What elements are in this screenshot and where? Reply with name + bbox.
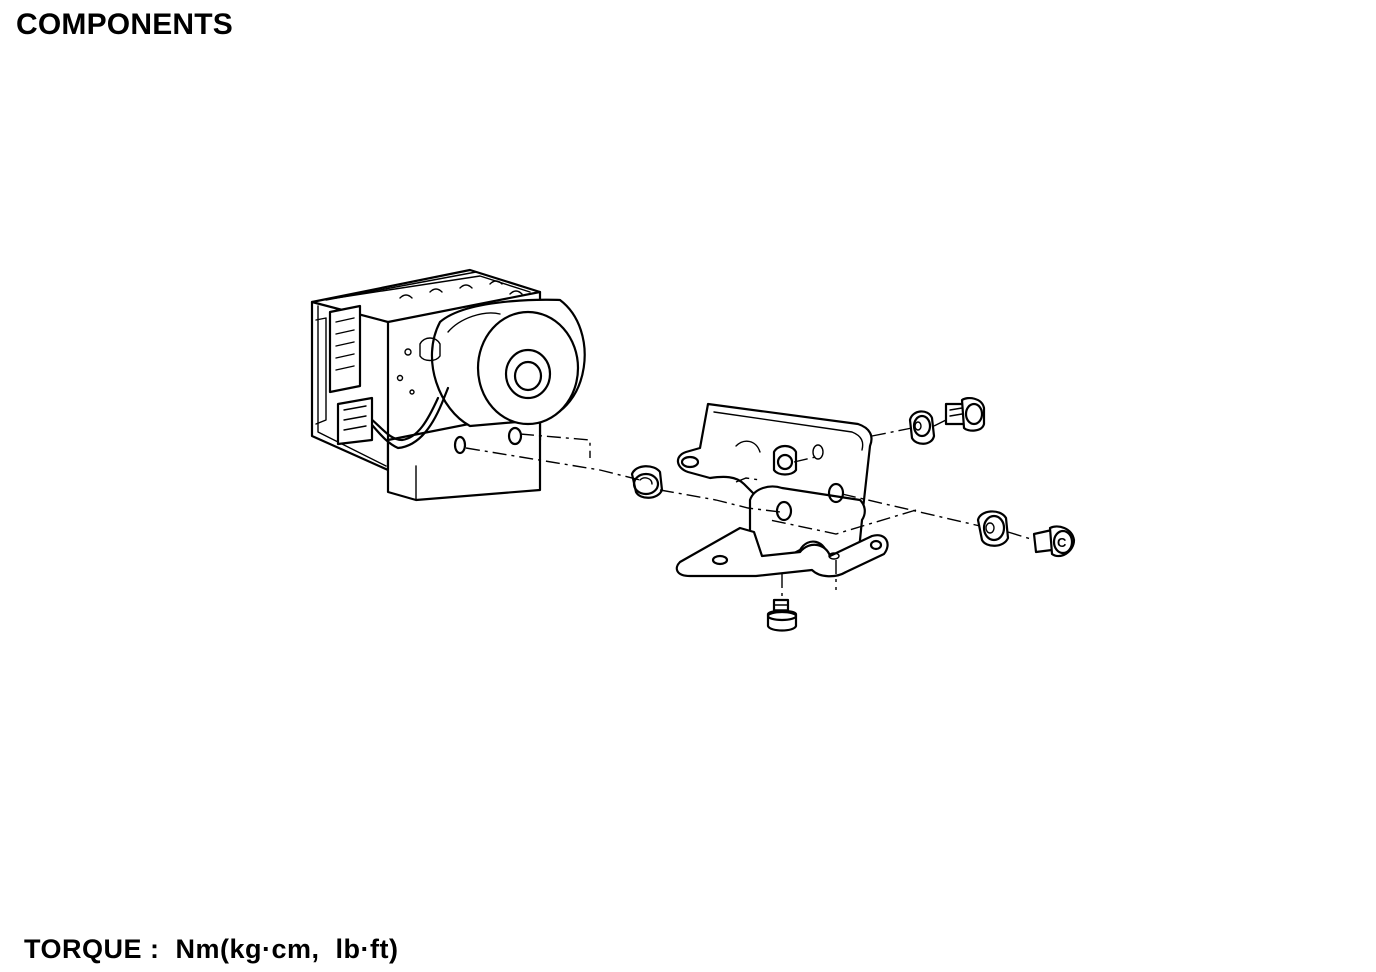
harness-connector	[336, 396, 374, 446]
bolt-c: C	[1032, 525, 1076, 558]
torque-legend: TORQUE : Nm(kg·cm, lb·ft)	[24, 934, 399, 964]
washer-upper	[908, 410, 936, 445]
washer-lower	[976, 510, 1010, 547]
alignment-lines	[465, 417, 1035, 600]
mounting-bracket	[675, 402, 889, 578]
abs-hydraulic-unit	[310, 268, 586, 502]
page-title: COMPONENTS	[16, 8, 234, 41]
bolt-upper	[944, 397, 986, 432]
bolt-bottom	[766, 598, 798, 632]
rubber-bushing	[630, 465, 664, 499]
ecu-connector	[328, 304, 362, 394]
bolt-c-label: C	[1057, 535, 1067, 550]
